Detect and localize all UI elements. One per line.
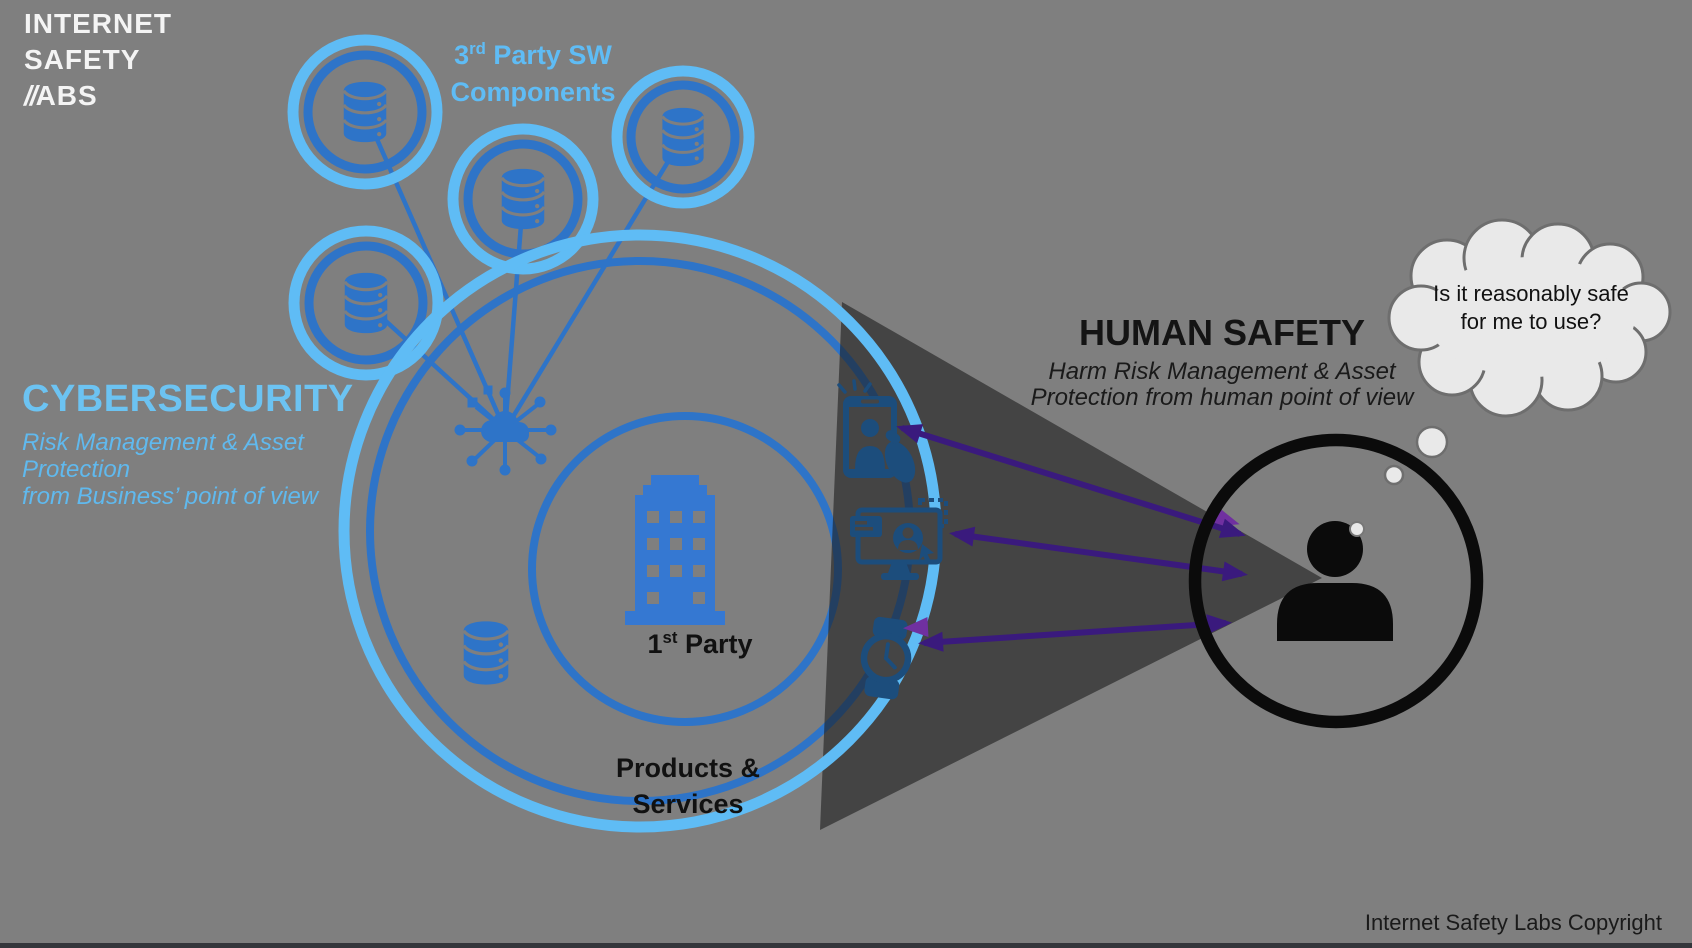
third-party-line-2: Components xyxy=(450,77,616,107)
copyright-text: Internet Safety Labs Copyright xyxy=(1364,910,1662,935)
bottom-edge-bar xyxy=(0,943,1692,948)
database-icon xyxy=(660,107,706,167)
logo-slashes-icon: // xyxy=(24,80,37,111)
third-party-circle-1 xyxy=(287,34,443,190)
person-icon xyxy=(1277,521,1393,641)
third-party-line-1: 3rd Party SW xyxy=(454,39,612,70)
logo-line-3: //ABS xyxy=(24,80,98,111)
third-party-circle-3 xyxy=(611,65,755,209)
logo-line-2: SAFETY xyxy=(24,44,141,75)
building-icon xyxy=(625,475,725,625)
watch-icon xyxy=(860,616,912,700)
cybersecurity-title: CYBERSECURITY xyxy=(22,378,354,420)
arrow-watch-person xyxy=(918,614,1232,652)
first-party-label: 1st Party xyxy=(647,628,753,659)
thought-bubble xyxy=(1383,218,1672,486)
person-circle xyxy=(1188,433,1484,729)
cybersecurity-subtitle: Risk Management & Asset Protection from … xyxy=(22,429,319,510)
human-safety-block: HUMAN SAFETY Harm Risk Management & Asse… xyxy=(1022,312,1422,411)
third-party-sw-label: 3rd Party SW Components xyxy=(408,30,658,111)
arrow-phone-person xyxy=(896,424,1246,538)
database-icon-small xyxy=(462,620,510,686)
human-safety-title: HUMAN SAFETY xyxy=(1079,312,1365,353)
thought-bubble-text: Is it reasonably safe for me to use? xyxy=(1433,281,1629,334)
thought-dot-small xyxy=(1349,521,1365,537)
third-party-circle-4 xyxy=(288,225,444,381)
internet-safety-labs-logo: INTERNET SAFETY //ABS xyxy=(24,6,172,114)
database-icon xyxy=(342,81,388,143)
cloud-network-icon xyxy=(454,385,557,476)
cybersecurity-block: CYBERSECURITY Risk Management & Asset Pr… xyxy=(22,378,402,510)
database-icon xyxy=(500,168,546,230)
database-icon xyxy=(343,272,389,334)
human-safety-subtitle: Harm Risk Management & Asset Protection … xyxy=(1030,358,1414,411)
products-services-label: Products & Services xyxy=(615,753,761,819)
logo-line-1: INTERNET xyxy=(24,8,172,39)
person-group xyxy=(1188,433,1484,729)
